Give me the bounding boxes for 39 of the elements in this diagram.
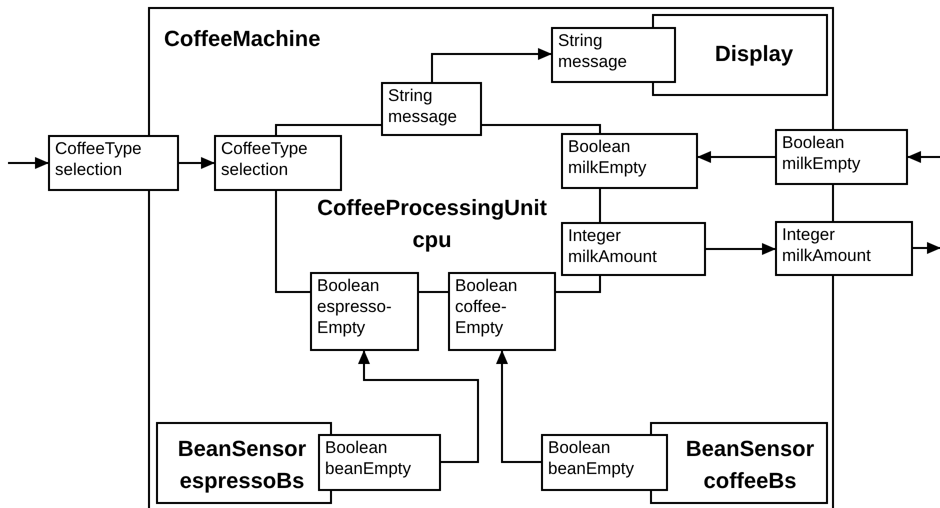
port-box xyxy=(214,135,342,191)
arrow xyxy=(358,350,479,463)
port-box xyxy=(381,82,482,136)
arrow xyxy=(496,350,541,463)
block-name: CoffeeProcessingUnit cpu xyxy=(312,192,552,258)
block-name: BeanSensor coffeeBs xyxy=(684,435,816,495)
port-box xyxy=(775,129,908,185)
port-box xyxy=(561,222,706,276)
port-label: String message xyxy=(388,85,458,127)
arrow xyxy=(8,157,49,169)
port-label: String message xyxy=(558,30,628,72)
port-label: CoffeeType selection xyxy=(55,138,143,180)
system-name: CoffeeMachine xyxy=(164,25,320,53)
port-box xyxy=(541,434,668,491)
port-box xyxy=(561,133,698,189)
arrow xyxy=(431,48,552,82)
port-box xyxy=(448,272,556,351)
arrow xyxy=(697,151,775,163)
port-label: Boolean beanEmpty xyxy=(548,437,635,479)
port-label: Boolean beanEmpty xyxy=(325,437,412,479)
port-label: CoffeeType selection xyxy=(221,138,309,180)
port-label: Integer milkAmount xyxy=(568,225,658,267)
arrow xyxy=(179,157,215,169)
block-name: BeanSensor espressoBs xyxy=(176,435,308,495)
port-label: Boolean milkEmpty xyxy=(782,132,862,174)
port-label: Boolean coffee-Empty xyxy=(455,275,518,338)
port-box xyxy=(318,434,441,491)
port-label: Boolean espresso-Empty xyxy=(317,275,393,338)
block-frame xyxy=(650,422,828,504)
port-box xyxy=(310,272,419,351)
block-name: Display xyxy=(714,40,794,68)
port-label: Boolean milkEmpty xyxy=(568,136,648,178)
arrow xyxy=(907,151,940,163)
port-box xyxy=(551,27,676,83)
arrow xyxy=(706,243,776,255)
port-box xyxy=(48,135,179,191)
port-label: Integer milkAmount xyxy=(782,224,872,266)
arrow xyxy=(913,242,940,254)
port-box xyxy=(775,221,913,276)
